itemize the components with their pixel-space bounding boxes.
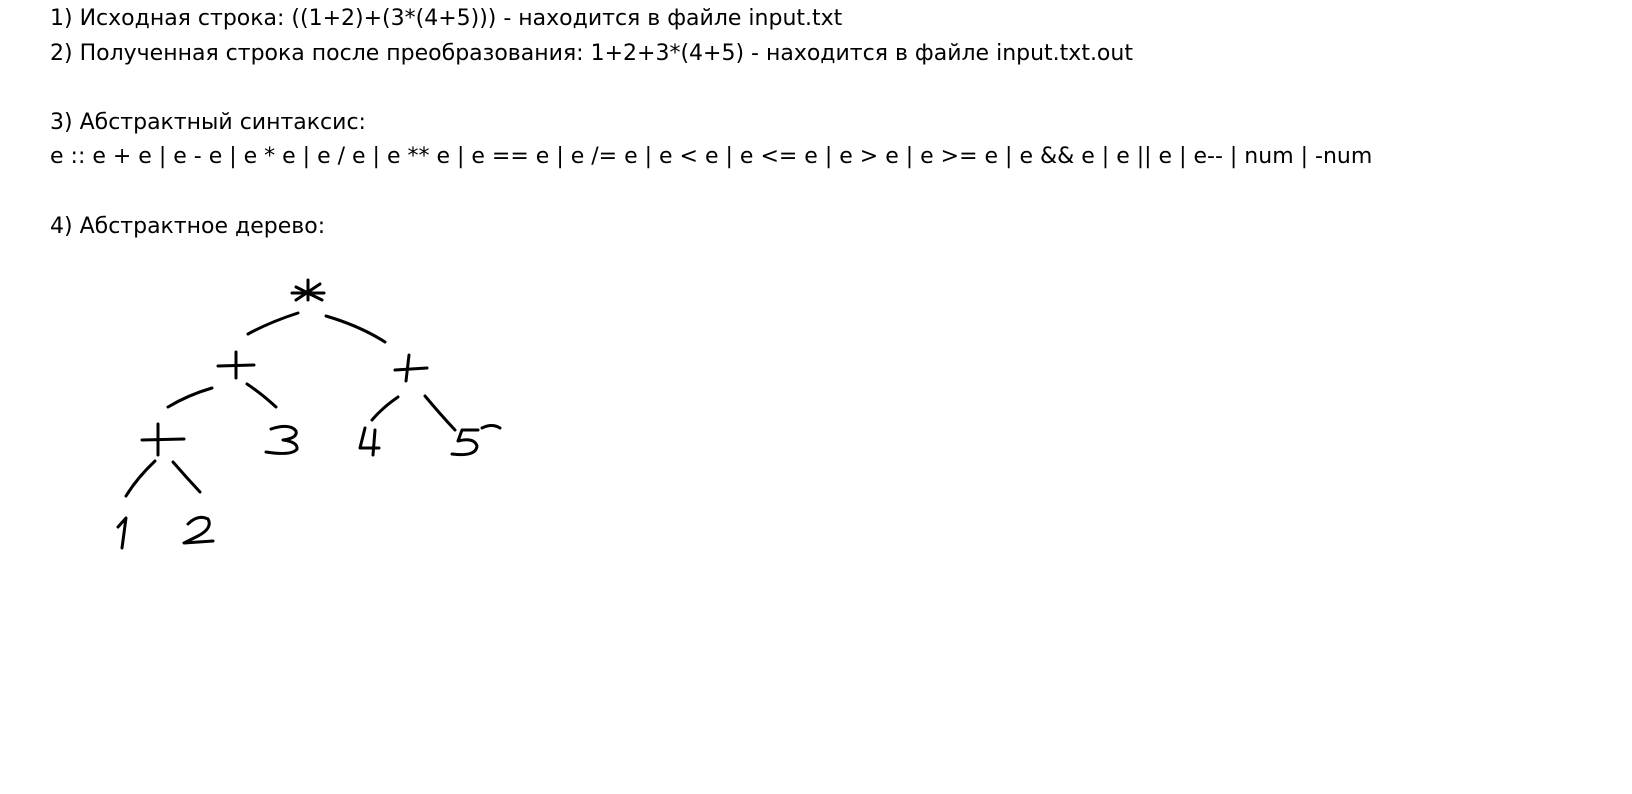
tree-edge-root-right	[324, 314, 387, 344]
tree-node-root	[290, 278, 326, 302]
tree-stray-mark	[480, 424, 502, 430]
abstract-syntax-tree-drawing	[116, 278, 502, 550]
tree-node-plus-left	[216, 350, 256, 380]
tree-edge-plusleft-3	[245, 382, 278, 409]
abstract-syntax-heading: 3) Абстрактный синтаксис:	[50, 110, 366, 135]
tree-node-plus-right	[393, 353, 429, 383]
grammar-rule-line: e :: e + e | e - e | e * e | e / e | e *…	[50, 144, 1373, 169]
abstract-tree-heading: 4) Абстрактное дерево:	[50, 214, 326, 239]
tree-leaf-4	[358, 426, 381, 457]
tree-edge-plusleft-inner	[166, 386, 214, 409]
tree-edge-root-left	[246, 311, 300, 336]
tree-edge-inner-1	[124, 459, 157, 498]
tree-leaf-1	[116, 516, 128, 550]
tree-leaf-5	[450, 428, 480, 457]
tree-edge-plusright-4	[370, 395, 400, 422]
transformed-string-line: 2) Полученная строка после преобразовани…	[50, 41, 1133, 66]
tree-edge-plusright-5	[423, 394, 457, 432]
tree-node-plus-inner	[140, 422, 186, 457]
tree-leaf-2	[182, 515, 215, 545]
tree-edge-inner-2	[171, 460, 202, 494]
tree-leaf-3	[264, 424, 299, 455]
source-string-line: 1) Исходная строка: ((1+2)+(3*(4+5))) - …	[50, 6, 843, 31]
